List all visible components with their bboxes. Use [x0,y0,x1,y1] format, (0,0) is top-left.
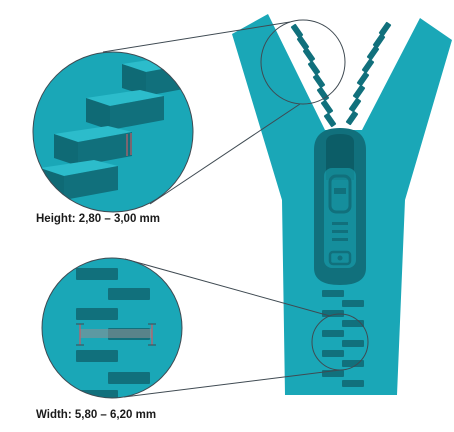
width-caption: Width: 5,80 – 6,20 mm [36,409,157,421]
right-chain-teeth [345,21,392,126]
leader-lines [102,21,341,398]
closed-chain-teeth [322,290,364,387]
width-magnifier [41,257,183,399]
height-magnifier [32,51,194,213]
height-measure-icon [126,133,132,156]
zipper-slider-icon [314,128,366,285]
detail-marker-top [260,19,346,105]
left-chain-teeth [290,23,337,128]
width-measure-icon [76,323,156,346]
tooth-step-3 [54,126,132,166]
tooth-step-2 [86,90,164,130]
height-caption: Height: 2,80 – 3,00 mm [36,213,160,225]
